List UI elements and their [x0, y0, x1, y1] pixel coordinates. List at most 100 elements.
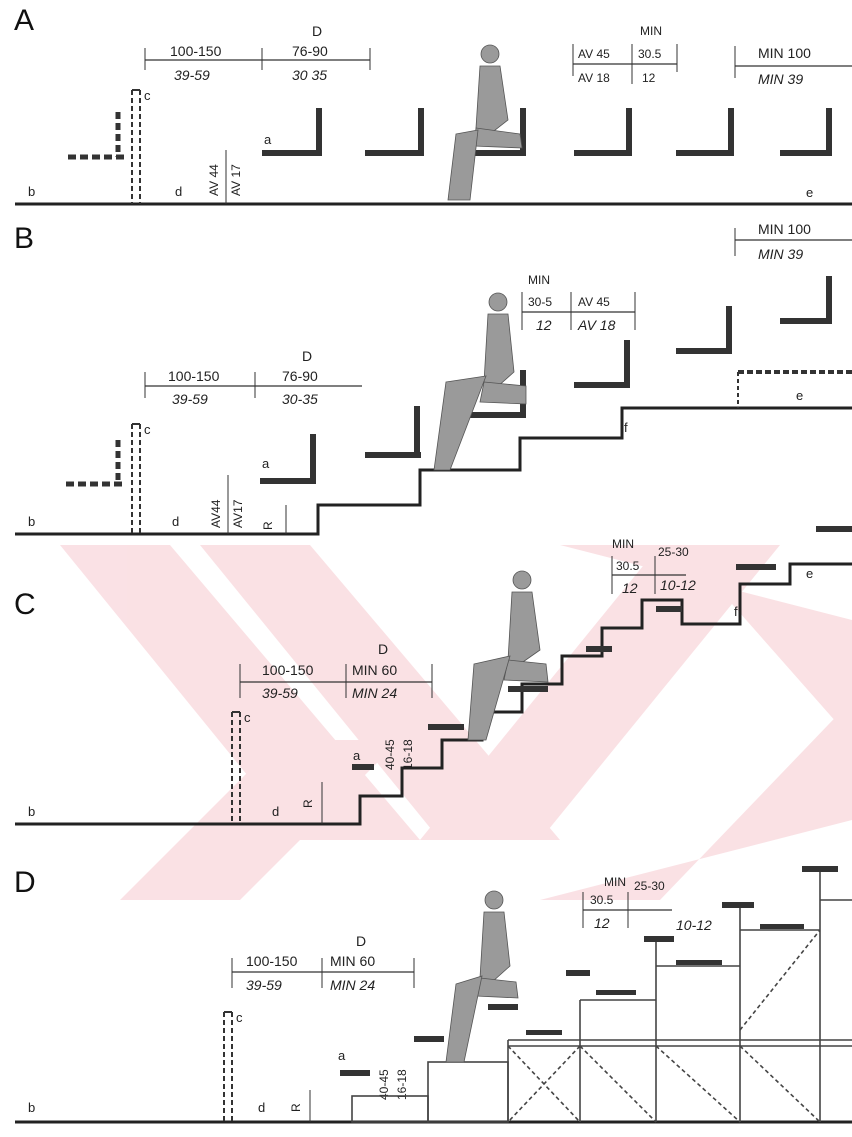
- panel-a-riser-a: AV 44: [207, 164, 221, 196]
- panel-a-min-right-top: MIN 100: [758, 45, 811, 61]
- panel-a-seated-figure: [447, 44, 523, 201]
- panel-a-min-bottom-b: 12: [642, 71, 656, 85]
- panel-b-min-head: MIN: [528, 273, 550, 287]
- panel-d-min-bottom-a: 12: [594, 915, 610, 931]
- panel-d-riser-b: 16-18: [395, 1069, 409, 1100]
- panel-b-floor-profile: [15, 406, 852, 536]
- panel-b-dim-2: D 76-90 30-35: [254, 348, 362, 407]
- panel-a-seats: [262, 108, 832, 156]
- panel-d-seated-figure: [445, 890, 519, 1063]
- panel-c-dim2-top: MIN 60: [352, 662, 397, 678]
- panel-a-label-a: a: [264, 132, 272, 147]
- panel-d-label-d: d: [258, 1100, 265, 1115]
- panel-d-min-head: MIN: [604, 875, 626, 889]
- panel-b-dim2-bottom: 30-35: [282, 391, 318, 407]
- panel-c-min-top-a: 30.5: [616, 559, 640, 573]
- panel-b-riser-b: AV17: [231, 499, 245, 528]
- panel-a-seat-dashed: [68, 112, 128, 160]
- panel-a-min-top-a: AV 45: [578, 47, 610, 61]
- panel-d-railing: c: [223, 1010, 243, 1122]
- panel-b-dim2-head: D: [302, 348, 312, 364]
- panel-d-scaffold: [351, 870, 852, 1123]
- panel-d-dim-1: 100-150 39-59: [231, 953, 322, 993]
- panel-d-label-a: a: [338, 1048, 346, 1063]
- panel-d-min-top-a: 30.5: [590, 893, 614, 907]
- panel-a-riser-dim: AV 44 AV 17: [207, 150, 243, 204]
- panel-a-label-b: b: [28, 184, 35, 199]
- panel-a-dim-2: D 76-90 30 35: [261, 23, 371, 83]
- panel-d-dim2-bottom: MIN 24: [330, 977, 375, 993]
- panel-b-min-right-bottom: MIN 39: [758, 246, 803, 262]
- watermark: [60, 545, 852, 900]
- panel-c-letter: C: [14, 588, 36, 621]
- panel-d-dim-2: D MIN 60 MIN 24: [321, 933, 415, 993]
- panel-b-riser-a: AV44: [209, 499, 223, 528]
- panel-c-seated-figure: [467, 570, 549, 741]
- panel-b-label-d: d: [172, 514, 179, 529]
- panel-a-min-bottom-a: AV 18: [578, 71, 610, 85]
- panel-b-seated-figure: [433, 292, 527, 471]
- panel-c-min-head: MIN: [612, 537, 634, 551]
- panel-a-dim2-top: 76-90: [292, 43, 328, 59]
- panel-b-dim1-bottom: 39-59: [172, 391, 208, 407]
- panel-b-min-bottom-b: AV 18: [577, 317, 616, 333]
- panel-b-dim1-top: 100-150: [168, 368, 220, 384]
- panel-b-min-bottom-a: 12: [536, 317, 552, 333]
- panel-d-seats: [340, 866, 838, 1076]
- panel-b-min-right: MIN 100 MIN 39: [734, 221, 852, 262]
- panel-a-letter: A: [14, 4, 34, 37]
- panel-a-dim1-bottom: 39-59: [174, 67, 210, 83]
- panel-c-dim-1: 100-150 39-59: [239, 662, 346, 701]
- panel-c-label-e: e: [806, 566, 813, 581]
- panel-b-seat-dashed: [66, 440, 126, 487]
- panel-c-riser-b: 16-18: [401, 739, 415, 770]
- panel-d-riser-a: 40-45: [377, 1069, 391, 1100]
- panel-c-min-bottom-a: 12: [622, 580, 638, 596]
- panel-c-dim2-bottom: MIN 24: [352, 685, 397, 701]
- panel-c-label-c: c: [244, 710, 251, 725]
- panel-d: D MIN 30.5 25-30 12 10-12 100-150 39-59 …: [14, 866, 852, 1124]
- panel-c-min-top-b: 25-30: [658, 545, 689, 559]
- panel-a-label-c: c: [144, 88, 151, 103]
- panel-c-dim-2: D MIN 60 MIN 24: [345, 641, 433, 701]
- panel-a-dim1-top: 100-150: [170, 43, 222, 59]
- panel-a-min-right-bottom: MIN 39: [758, 71, 803, 87]
- panel-b-label-a: a: [262, 456, 270, 471]
- panel-c-floor-profile: [15, 562, 852, 826]
- panel-c-min-pair: MIN 30.5 25-30 12 10-12: [611, 537, 696, 596]
- panel-b-min-top-b: AV 45: [578, 295, 610, 309]
- panel-d-dim2-top: MIN 60: [330, 953, 375, 969]
- panel-d-dim2-head: D: [356, 933, 366, 949]
- panel-b-riser-dim: AV44 AV17: [209, 475, 245, 534]
- panel-a-label-e: e: [806, 185, 813, 200]
- panel-d-label-c: c: [236, 1010, 243, 1025]
- panel-d-label-b: b: [28, 1100, 35, 1115]
- panel-d-riser-dim: 40-45 16-18: [377, 1069, 409, 1100]
- panel-c-dim2-head: D: [378, 641, 388, 657]
- panel-a-min-right: MIN 100 MIN 39: [734, 45, 852, 87]
- panel-d-r-label: R: [289, 1103, 303, 1112]
- panel-a-min-pair: MIN AV 45 30.5 AV 18 12: [572, 24, 678, 85]
- panel-b-label-b: b: [28, 514, 35, 529]
- panel-d-letter: D: [14, 866, 36, 899]
- panel-c-riser-dim: 40-45 16-18: [383, 739, 415, 770]
- panel-a: A 100-150 39-59 D 76-90 30 35 MIN AV 45 …: [14, 4, 852, 206]
- panel-a-label-d: d: [175, 184, 182, 199]
- panel-b-min-right-top: MIN 100: [758, 221, 811, 237]
- panel-c-label-a: a: [353, 748, 361, 763]
- panel-a-dim2-bottom: 30 35: [292, 67, 327, 83]
- panel-c-label-f: f: [734, 604, 738, 619]
- panel-a-dim-1: 100-150 39-59: [144, 43, 262, 83]
- panel-b-letter: B: [14, 222, 34, 255]
- panel-c-r-label: R: [301, 799, 315, 808]
- panel-c-label-d: d: [272, 804, 279, 819]
- panel-c-label-b: b: [28, 804, 35, 819]
- panel-d-min-pair: MIN 30.5 25-30 12 10-12: [582, 875, 712, 933]
- panel-b-label-f: f: [624, 420, 628, 435]
- panel-a-min-head: MIN: [640, 24, 662, 38]
- panel-c-dim1-top: 100-150: [262, 662, 314, 678]
- panel-a-dim2-head: D: [312, 23, 322, 39]
- panel-b-label-e: e: [796, 388, 803, 403]
